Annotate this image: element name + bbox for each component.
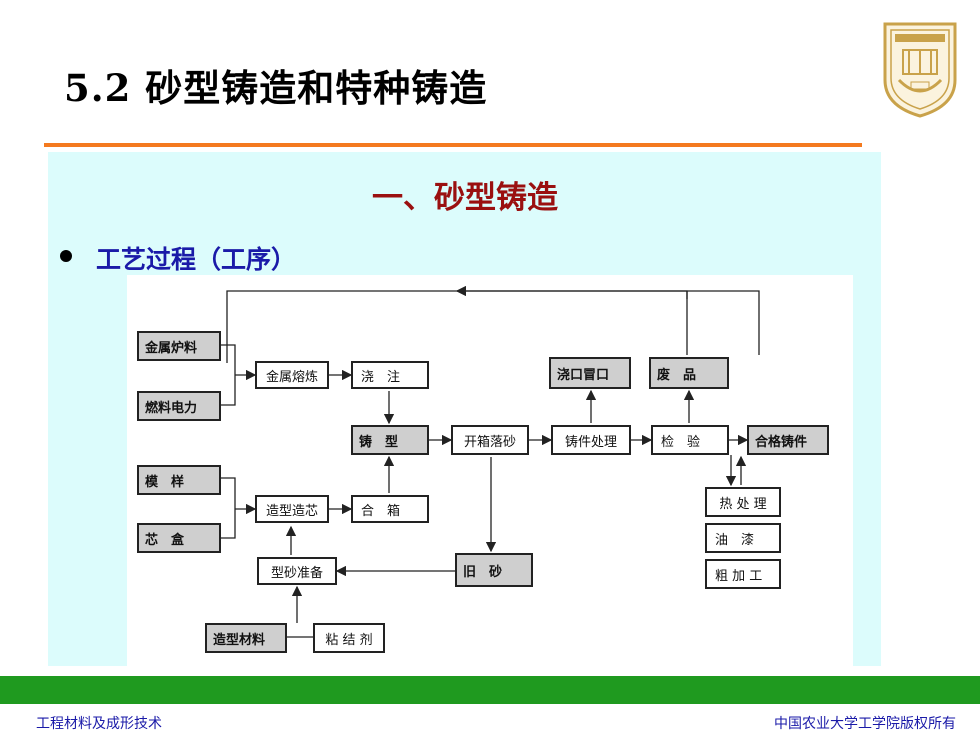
bullet-dot-icon — [60, 250, 72, 262]
footer-copyright: 中国农业大学工学院版权所有 — [774, 716, 956, 732]
box-casting-treatment: 铸件处理 — [551, 425, 631, 455]
box-molding-coring: 造型造芯 — [255, 495, 329, 523]
box-qualified-casting: 合格铸件 — [747, 425, 829, 455]
box-closing: 合 箱 — [351, 495, 429, 523]
university-seal-icon — [883, 22, 957, 118]
box-old-sand: 旧 砂 — [455, 553, 533, 587]
box-rough-machining: 粗 加 工 — [705, 559, 781, 589]
process-flow-diagram: 金属炉料 燃料电力 金属熔炼 浇 注 浇口冒口 废 品 铸 型 开箱落砂 铸件处… — [127, 275, 853, 667]
box-binder: 粘 结 剂 — [313, 623, 385, 653]
box-fuel-power: 燃料电力 — [137, 391, 221, 421]
footer-course-name: 工程材料及成形技术 — [36, 716, 162, 732]
box-heat-treatment: 热 处 理 — [705, 487, 781, 517]
box-painting: 油 漆 — [705, 523, 781, 553]
box-molding-material: 造型材料 — [205, 623, 287, 653]
box-inspection: 检 验 — [651, 425, 729, 455]
box-mold: 铸 型 — [351, 425, 429, 455]
flow-connectors — [220, 285, 760, 638]
box-gate-riser: 浇口冒口 — [549, 357, 631, 389]
box-sand-preparation: 型砂准备 — [257, 557, 337, 585]
box-shakeout: 开箱落砂 — [451, 425, 529, 455]
slide-title: 5.2 砂型铸造和特种铸造 — [64, 66, 488, 110]
box-core-box: 芯 盒 — [137, 523, 221, 553]
box-metal-melting: 金属熔炼 — [255, 361, 329, 389]
box-metal-charge: 金属炉料 — [137, 331, 221, 361]
box-scrap: 废 品 — [649, 357, 729, 389]
section-subtitle: 一、砂型铸造 — [372, 180, 558, 216]
footer-bar — [0, 676, 980, 704]
bullet-text: 工艺过程（工序） — [96, 245, 297, 274]
box-pouring: 浇 注 — [351, 361, 429, 389]
title-underline — [44, 143, 862, 147]
box-pattern: 模 样 — [137, 465, 221, 495]
